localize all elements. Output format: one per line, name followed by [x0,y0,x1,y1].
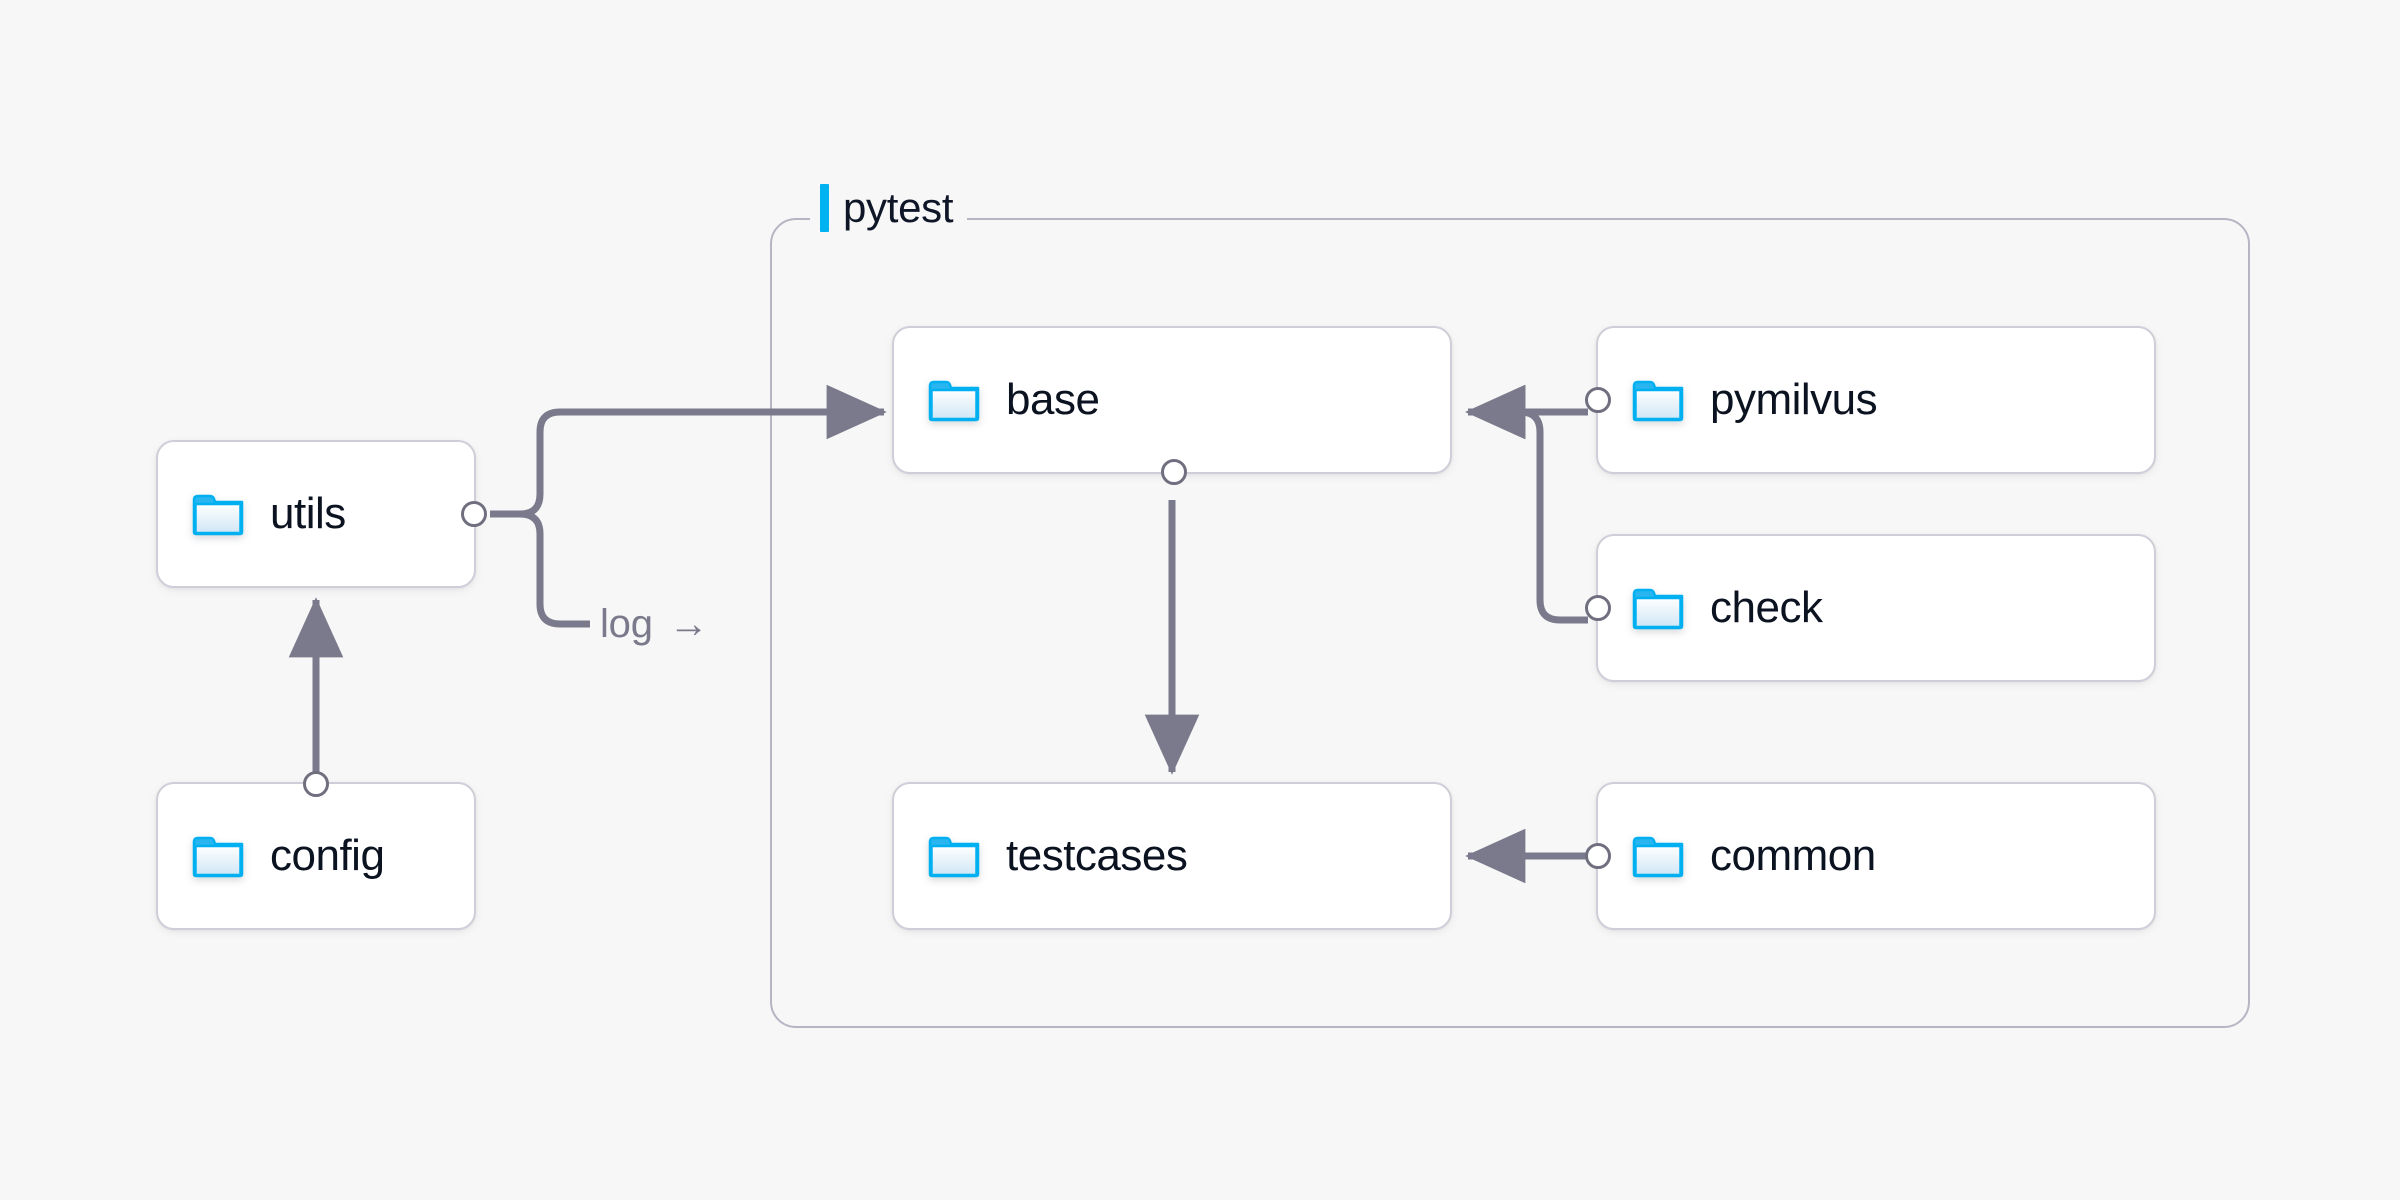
group-accent-bar [820,184,829,232]
node-common[interactable]: common [1585,782,2156,930]
node-config[interactable]: config [156,771,476,930]
node-label-base: base [1006,375,1100,424]
node-label-testcases: testcases [1006,831,1188,880]
node-utils[interactable]: utils [156,440,487,588]
group-label-pytest[interactable]: pytest [810,180,968,236]
folder-icon [192,834,244,878]
port-config-top[interactable] [303,771,329,797]
node-label-check: check [1710,583,1823,632]
node-pymilvus[interactable]: pymilvus [1585,326,2156,474]
node-label-utils: utils [270,489,346,538]
folder-icon [928,834,980,878]
group-container-pytest[interactable] [770,218,2250,1028]
node-label-config: config [270,831,385,880]
folder-icon [1632,586,1684,630]
node-label-pymilvus: pymilvus [1710,375,1878,424]
port-check-left[interactable] [1585,595,1611,621]
edge-label-log: log → [600,604,709,644]
node-check[interactable]: check [1585,534,2156,682]
node-label-common: common [1710,831,1876,880]
edge-utils-to-log [519,510,590,628]
folder-icon [928,378,980,422]
port-utils-right[interactable] [461,501,487,527]
folder-icon [192,492,244,536]
port-pymilvus-left[interactable] [1585,387,1611,413]
arrow-right-icon: → [668,602,709,646]
port-base-bottom[interactable] [1161,459,1187,485]
edge-label-log-text: log [600,602,653,646]
group-label-text: pytest [843,184,954,231]
node-testcases[interactable]: testcases [892,782,1452,930]
folder-icon [1632,834,1684,878]
port-common-left[interactable] [1585,843,1611,869]
folder-icon [1632,378,1684,422]
node-base[interactable]: base [892,326,1452,485]
